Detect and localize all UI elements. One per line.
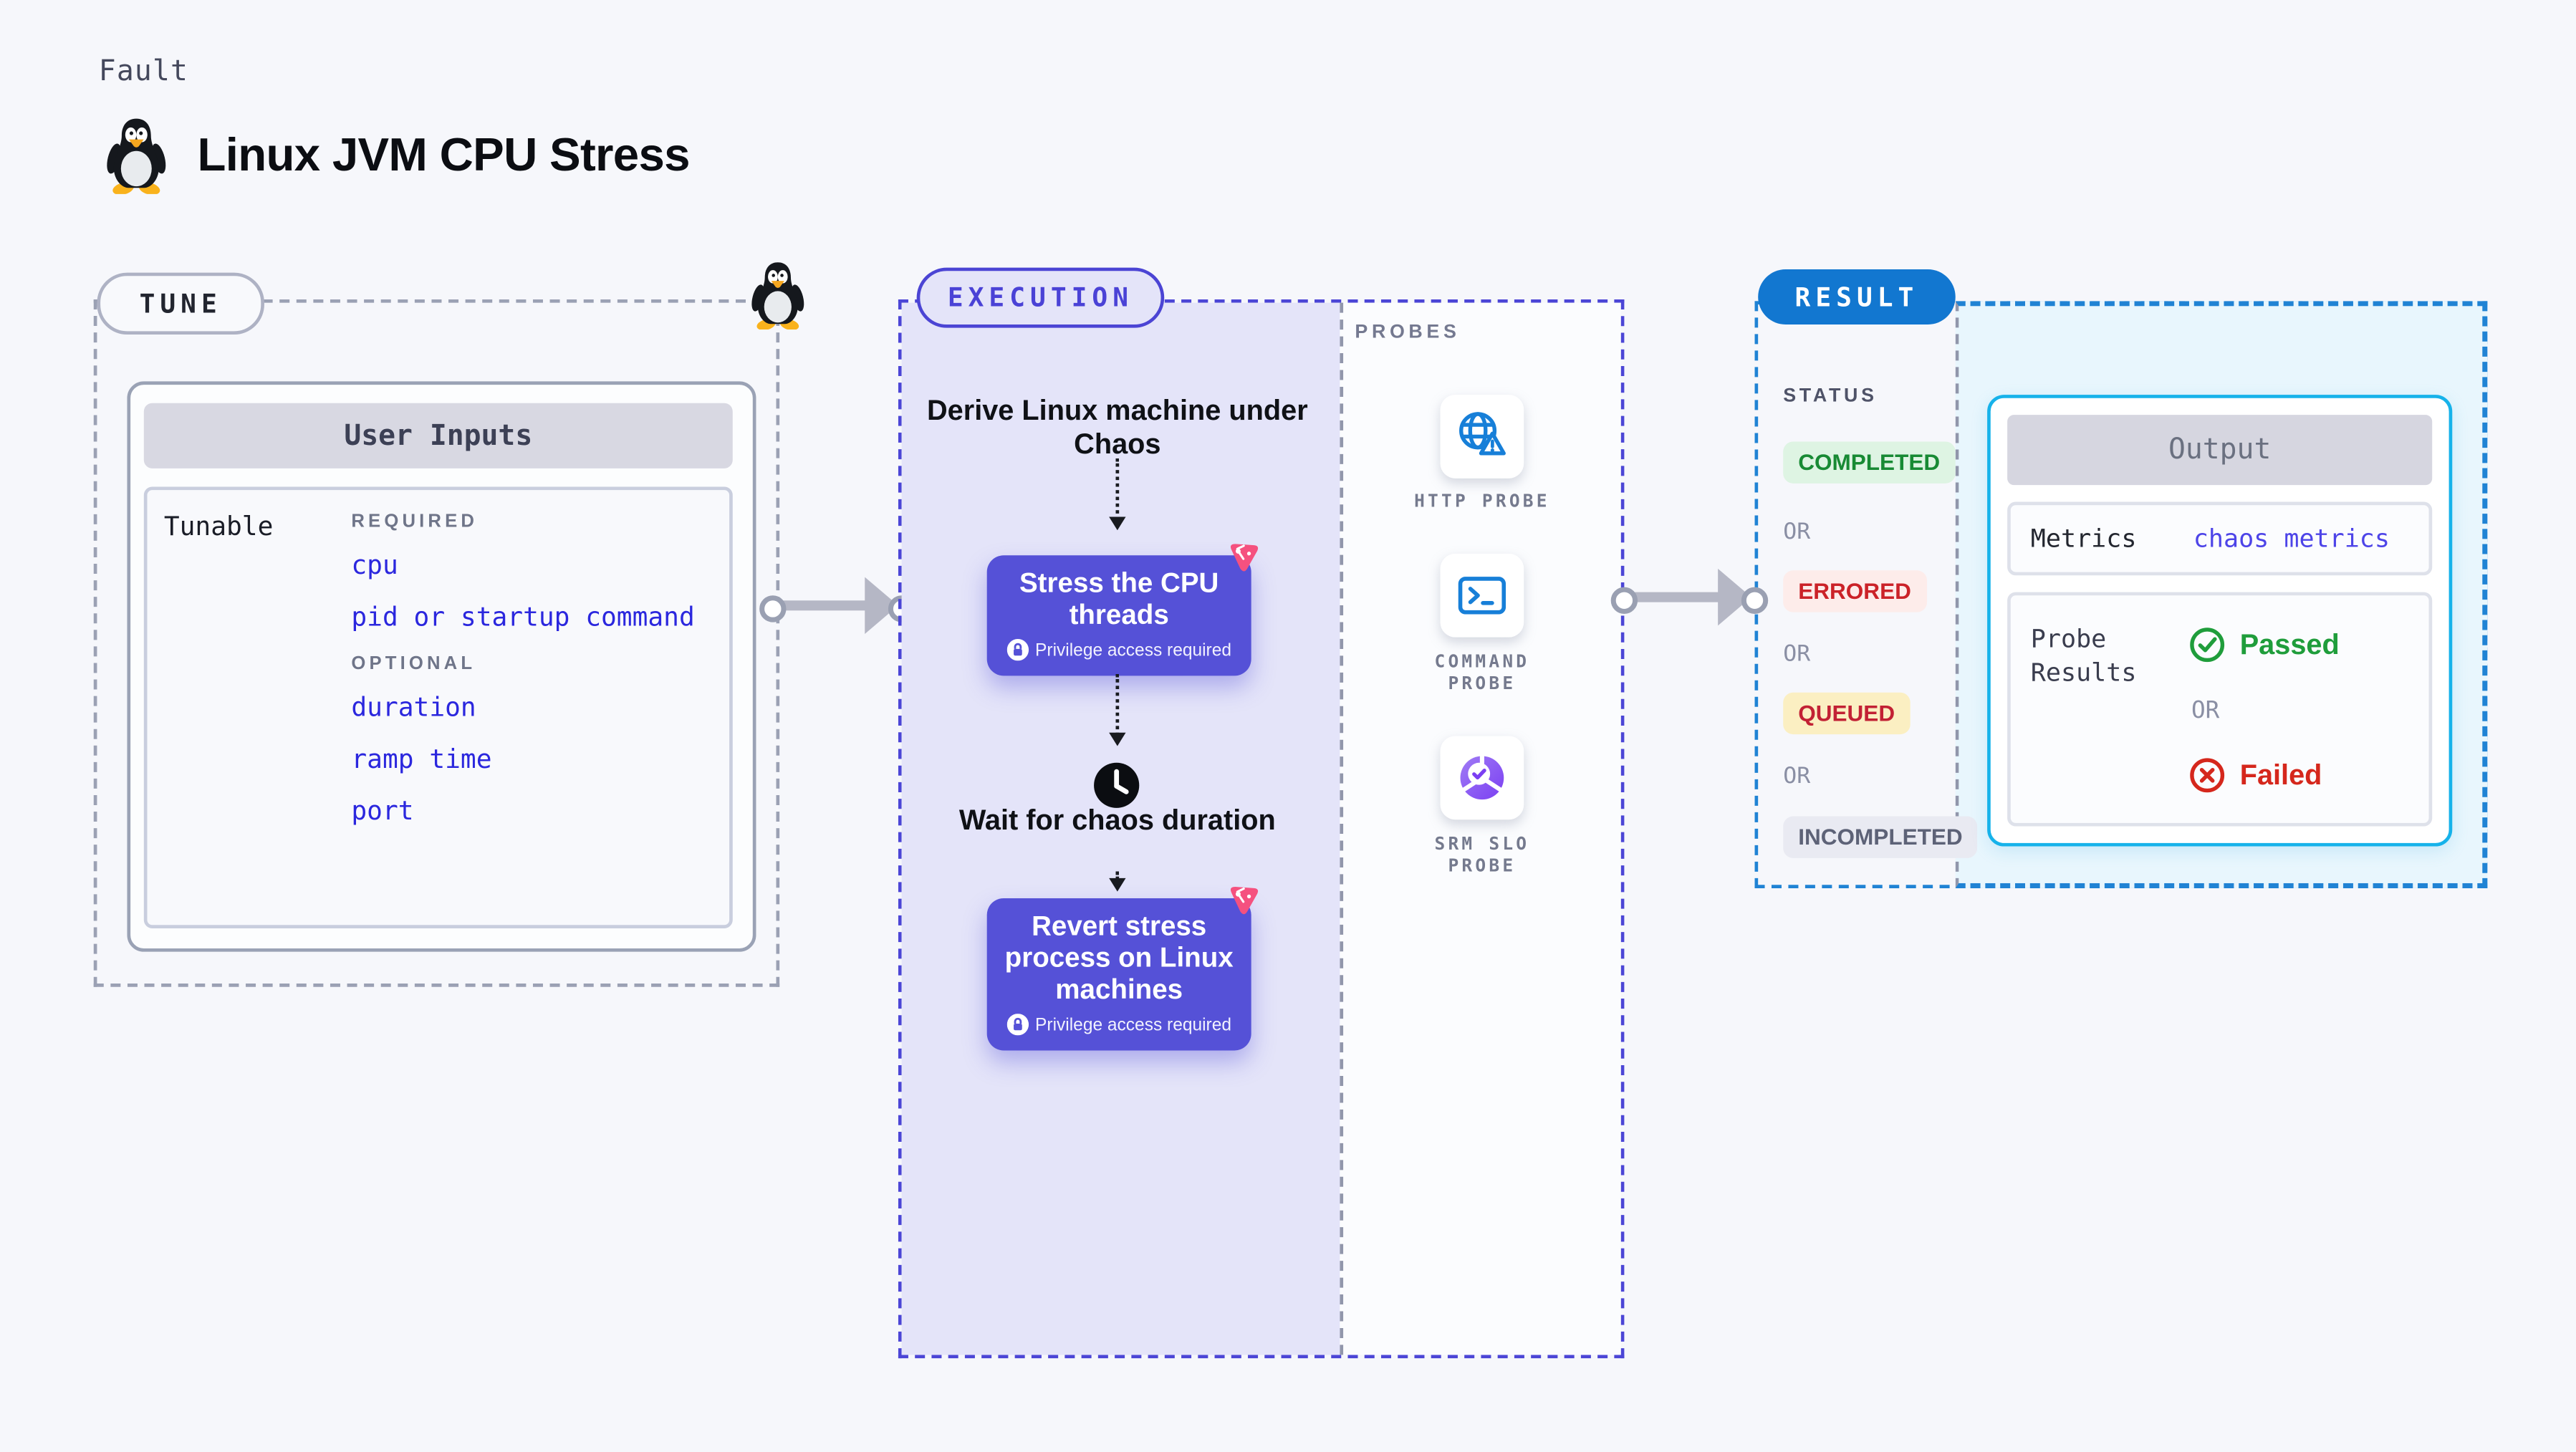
probe-results-row: Probe Results Passed OR Failed	[2007, 592, 2433, 827]
flow-arrow	[1109, 458, 1126, 531]
status-badge-errored: ERRORED	[1783, 570, 1926, 612]
result-section-pill: RESULT	[1758, 269, 1956, 325]
passed-verdict: Passed	[2188, 625, 2340, 664]
status-badge-incompleted: INCOMPLETED	[1783, 816, 1978, 858]
failed-label: Failed	[2239, 758, 2322, 791]
or-label: OR	[2191, 697, 2220, 725]
param-ramp-time: ramp time	[351, 744, 492, 775]
command-probe-card	[1440, 553, 1524, 638]
privilege-badge: Privilege access required	[997, 1014, 1241, 1036]
passed-label: Passed	[2239, 628, 2340, 660]
wait-step-text: Wait for chaos duration	[958, 804, 1276, 837]
srm-slo-probe-card	[1440, 736, 1524, 820]
user-inputs-title: User Inputs	[143, 403, 733, 468]
connector-dot	[759, 595, 787, 622]
derive-step-text: Derive Linux machine under Chaos	[927, 395, 1308, 459]
clock-icon	[1094, 762, 1140, 808]
fault-kicker: Fault	[98, 55, 189, 89]
execution-section-pill: EXECUTION	[916, 267, 1165, 328]
privilege-badge: Privilege access required	[997, 639, 1241, 661]
linux-penguin-icon	[104, 118, 168, 194]
lock-icon	[1006, 639, 1029, 661]
output-title: Output	[2007, 415, 2433, 486]
or-label: OR	[1783, 640, 1811, 668]
probe-results-label: Probe Results	[2030, 623, 2137, 688]
optional-label: OPTIONAL	[351, 654, 476, 675]
http-probe-card	[1440, 395, 1524, 479]
lock-icon	[1006, 1014, 1029, 1036]
privilege-badge-text: Privilege access required	[1035, 1014, 1231, 1035]
privilege-badge-text: Privilege access required	[1035, 640, 1231, 660]
stress-cpu-step: Stress the CPU threads Privilege access …	[986, 540, 1261, 676]
metrics-value: chaos metrics	[2193, 523, 2390, 554]
param-cpu: cpu	[351, 550, 398, 581]
probe-label-line: SRM SLO	[1434, 835, 1530, 855]
probe-label-line: PROBE	[1448, 674, 1517, 695]
terminal-icon	[1458, 577, 1506, 615]
chaos-logo-icon	[1229, 540, 1261, 574]
connector-dot	[1741, 587, 1769, 614]
metrics-label: Metrics	[2030, 523, 2137, 554]
check-circle-icon	[2190, 628, 2225, 663]
execution-section-box	[898, 299, 1625, 1359]
failed-verdict: Failed	[2188, 756, 2322, 794]
tune-section-box	[93, 299, 780, 987]
globe-alert-icon	[1459, 412, 1506, 456]
x-circle-icon	[2190, 758, 2225, 793]
http-probe-label: HTTP PROBE	[1398, 492, 1566, 514]
tunable-params: REQUIRED cpu pid or startup command OPTI…	[351, 507, 719, 848]
output-card: Output Metrics chaos metrics Probe Resul…	[1987, 395, 2453, 847]
slo-check-icon	[1460, 755, 1504, 800]
status-badge-completed: COMPLETED	[1783, 441, 1956, 484]
param-pid-or-startup-command: pid or startup command	[351, 602, 695, 633]
param-duration: duration	[351, 692, 476, 723]
probe-label-line: COMMAND	[1434, 652, 1530, 673]
user-inputs-card: User Inputs Tunable REQUIRED cpu pid or …	[127, 381, 756, 952]
page-title: Linux JVM CPU Stress	[197, 128, 691, 181]
tunable-row-label: Tunable	[163, 511, 274, 542]
step-title: Stress the CPU threads	[1019, 568, 1219, 631]
probe-label-line: HTTP PROBE	[1414, 491, 1550, 512]
status-label: STATUS	[1783, 386, 1878, 407]
srm-slo-probe-label: SRM SLO PROBE	[1398, 835, 1566, 878]
execution-flow-panel	[901, 302, 1340, 1355]
param-port: port	[351, 796, 414, 827]
user-inputs-table: Tunable REQUIRED cpu pid or startup comm…	[143, 486, 733, 928]
revert-stress-step: Revert stress process on Linux machines …	[986, 883, 1261, 1051]
linux-penguin-icon	[749, 262, 807, 330]
execution-to-result-arrow	[1610, 567, 1769, 628]
flow-arrow	[1109, 871, 1126, 892]
status-badge-queued: QUEUED	[1783, 692, 1911, 735]
command-probe-label: COMMAND PROBE	[1398, 653, 1566, 696]
step-title: Revert stress process on Linux machines	[1004, 911, 1234, 1006]
flow-arrow	[1109, 674, 1126, 746]
tune-section-pill: TUNE	[97, 272, 264, 335]
required-label: REQUIRED	[351, 511, 479, 532]
tune-to-execution-arrow	[759, 575, 915, 635]
probes-label: PROBES	[1355, 322, 1461, 343]
probe-label-line: PROBE	[1448, 856, 1517, 877]
or-label: OR	[1783, 762, 1811, 790]
or-label: OR	[1783, 518, 1811, 546]
connector-dot	[1610, 587, 1638, 614]
chaos-logo-icon	[1229, 883, 1261, 917]
metrics-row: Metrics chaos metrics	[2007, 501, 2433, 576]
